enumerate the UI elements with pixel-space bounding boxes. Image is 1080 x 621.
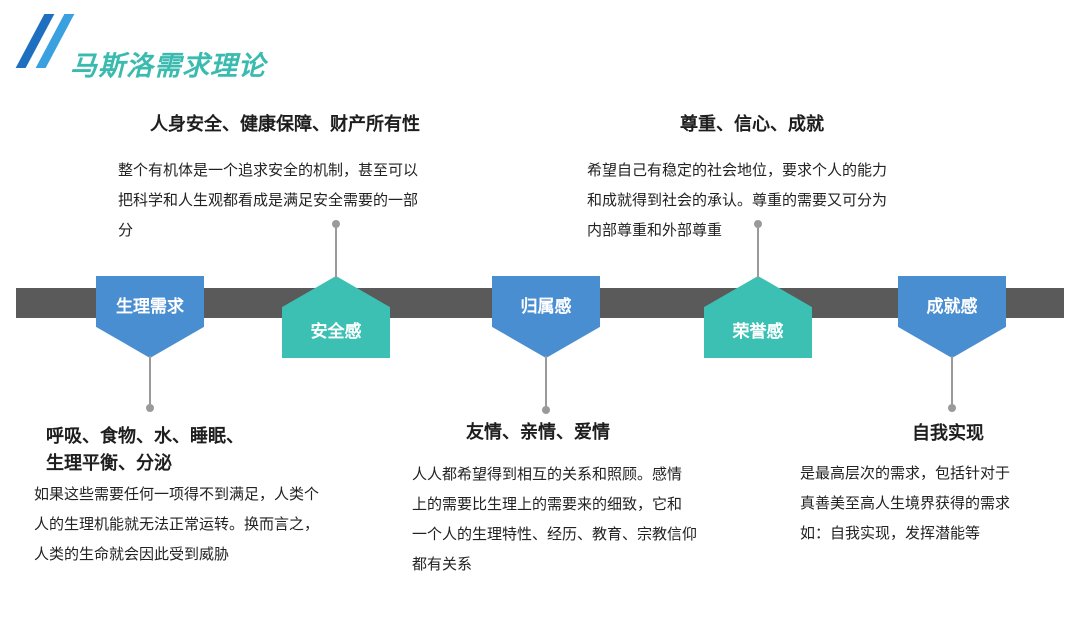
- badge-label: 生理需求: [116, 297, 184, 317]
- stage-description: 希望自己有稳定的社会地位，要求个人的能力 和成就得到社会的承认。尊重的需要又可分…: [587, 161, 888, 239]
- connector-dot: [754, 220, 762, 228]
- stage-heading: 尊重、信心、成就: [680, 114, 824, 135]
- badge-label: 荣誉感: [732, 322, 784, 342]
- badge-physiological: 生理需求: [96, 276, 204, 358]
- connector-dot: [948, 404, 956, 412]
- connector-line: [757, 226, 759, 278]
- connector-line: [951, 356, 953, 406]
- connector-line: [335, 226, 337, 278]
- badge-belonging: 归属感: [492, 276, 600, 358]
- stage-heading: 友情、亲情、爱情: [466, 422, 610, 443]
- badge-self-actualization: 成就感: [898, 276, 1006, 358]
- badge-label: 安全感: [310, 322, 362, 342]
- stage-description: 整个有机体是一个追求安全的机制，甚至可以 把科学和人生观都看成是满足安全需要的一…: [118, 161, 419, 239]
- stage-description: 是最高层次的需求，包括针对于 真善美至高人生境界获得的需求 如：自我实现，发挥潜…: [800, 464, 1011, 542]
- connector-line: [149, 356, 151, 406]
- stage-heading: 自我实现: [912, 423, 984, 444]
- connector-dot: [332, 220, 340, 228]
- connector-dot: [542, 406, 550, 414]
- badge-label: 成就感: [926, 297, 978, 317]
- stage-heading: 呼吸、食物、水、睡眠、 生理平衡、分泌: [46, 426, 244, 474]
- connector-line: [545, 356, 547, 408]
- connector-dot: [146, 404, 154, 412]
- page-title: 马斯洛需求理论: [70, 51, 266, 82]
- stage-description: 如果这些需要任何一项得不到满足，人类个 人的生理机能就无法正常运转。换而言之， …: [34, 485, 320, 563]
- stage-description: 人人都希望得到相互的关系和照顾。感情 上的需要比生理上的需要来的细致，它和 一个…: [412, 465, 698, 573]
- badge-label: 归属感: [520, 297, 572, 317]
- stage-heading: 人身安全、健康保障、财产所有性: [150, 114, 420, 135]
